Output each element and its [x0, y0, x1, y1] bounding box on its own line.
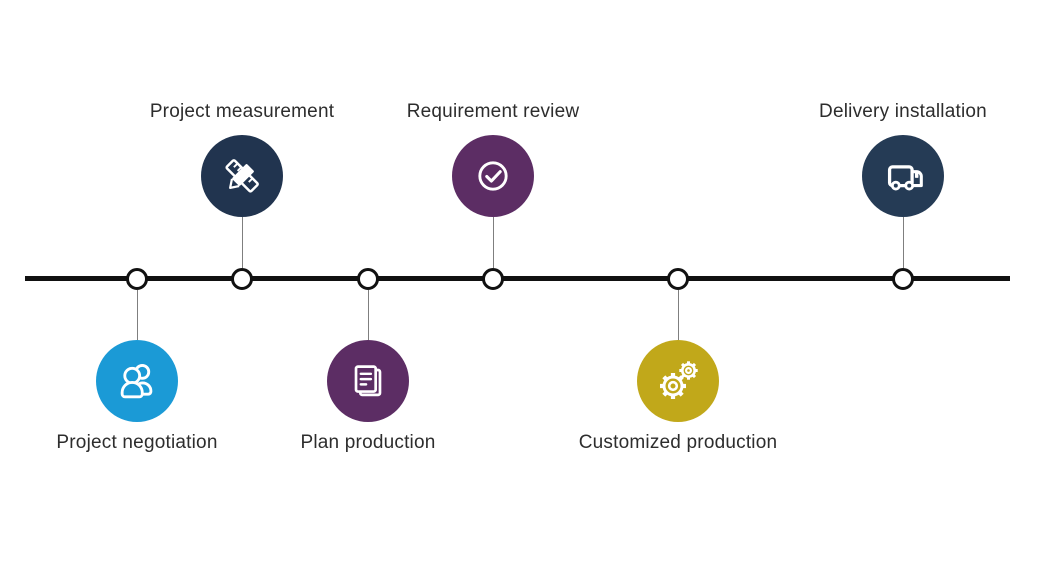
step-icon-bubble: [96, 340, 178, 422]
step-label: Requirement review: [406, 101, 580, 122]
connector-line: [903, 217, 904, 268]
connector-line: [493, 217, 494, 268]
connector-line: [137, 290, 138, 340]
step-requirement-review: Requirement review: [343, 0, 643, 561]
timeline-node: [482, 268, 504, 290]
step-label: Delivery installation: [819, 101, 987, 122]
timeline-line: [25, 276, 1010, 281]
documents-icon: [354, 365, 382, 397]
ruler-pencil-icon: [225, 159, 259, 193]
step-icon-bubble: [637, 340, 719, 422]
step-label: Project measurement: [149, 101, 335, 122]
step-label: Customized production: [578, 432, 778, 453]
timeline-node: [357, 268, 379, 290]
connector-line: [242, 217, 243, 268]
timeline-node: [231, 268, 253, 290]
step-icon-bubble: [452, 135, 534, 217]
step-delivery-installation: Delivery installation: [753, 0, 1053, 561]
timeline-node: [892, 268, 914, 290]
step-label: Plan production: [300, 432, 436, 453]
step-label: Project negotiation: [56, 432, 218, 453]
timeline-node: [667, 268, 689, 290]
connector-line: [678, 290, 679, 340]
step-project-negotiation: Project negotiation: [0, 0, 287, 561]
step-project-measurement: Project measurement: [92, 0, 392, 561]
step-icon-bubble: [327, 340, 409, 422]
users-icon: [120, 363, 153, 399]
step-icon-bubble: [201, 135, 283, 217]
step-customized-production: Customized production: [528, 0, 828, 561]
timeline-node: [126, 268, 148, 290]
gears-icon: [660, 361, 698, 399]
step-icon-bubble: [862, 135, 944, 217]
connector-line: [368, 290, 369, 340]
truck-icon: [887, 165, 923, 191]
check-circle-icon: [478, 161, 508, 191]
step-plan-production: Plan production: [218, 0, 518, 561]
